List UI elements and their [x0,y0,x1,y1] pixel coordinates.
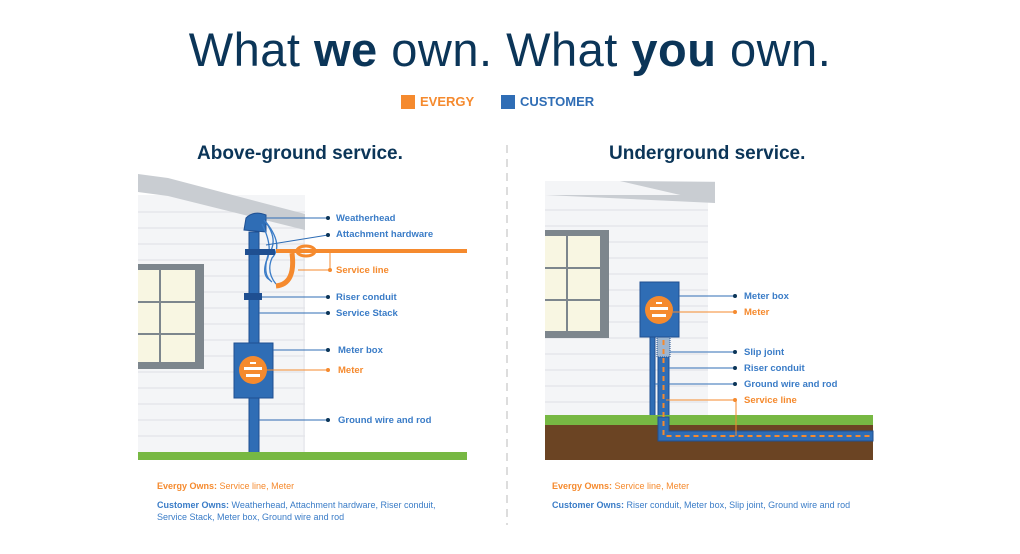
label-ground-wire: Ground wire and rod [744,379,838,390]
above-evergy-owns: Evergy Owns: Service line, Meter [157,481,295,491]
meter-icon [645,296,673,324]
meter-icon [239,356,267,384]
label-service-line: Service line [744,395,797,406]
label-meter-box: Meter box [338,345,383,356]
legend-evergy: EVERGY [401,94,474,109]
window [138,264,204,369]
above-customer-owns: Customer Owns: Weatherhead, Attachment h… [157,500,436,522]
customer-swatch [501,94,515,109]
service-line [275,252,296,289]
under-evergy-owns: Evergy Owns: Service line, Meter [552,481,690,491]
label-service-stack: Service Stack [336,308,398,319]
ground [545,415,873,425]
weatherhead [243,212,267,233]
label-meter: Meter [338,365,364,376]
label-slip-joint: Slip joint [744,347,785,358]
underground-illustration [545,181,874,460]
evergy-swatch [401,94,415,109]
label-service-line: Service line [336,265,389,276]
attachment-hardware [245,249,275,255]
window [545,230,609,338]
ground [138,452,467,460]
label-weatherhead: Weatherhead [336,213,396,224]
underground-heading: Underground service. [609,143,806,164]
label-ground-wire: Ground wire and rod [338,415,432,426]
ground-wire [649,336,656,418]
under-customer-owns: Customer Owns: Riser conduit, Meter box,… [552,500,851,510]
above-ground-heading: Above-ground service. [197,143,403,164]
label-meter: Meter [744,307,770,318]
riser-conduit [244,293,262,300]
label-riser-conduit: Riser conduit [744,363,805,374]
page-title: What we own. What you own. [188,23,832,76]
label-meter-box: Meter box [744,291,789,302]
label-attachment-hardware: Attachment hardware [336,229,434,240]
label-riser-conduit: Riser conduit [336,292,397,303]
service-line [662,340,873,437]
above-ground-illustration [138,174,467,460]
legend-customer: CUSTOMER [501,94,594,109]
soil [545,425,873,460]
